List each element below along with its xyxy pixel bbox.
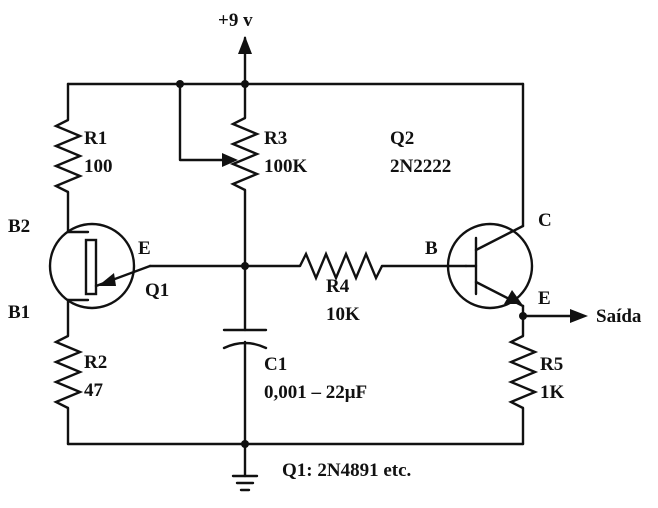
c1-value: 0,001 – 22μF — [264, 382, 367, 403]
q2-collector-lead — [474, 224, 525, 252]
c1-name: C1 — [264, 354, 287, 375]
resistor-r3 — [229, 116, 261, 192]
q2-b-label: B — [425, 238, 438, 259]
q1-b1-label: B1 — [8, 302, 30, 323]
resistor-r1 — [52, 118, 84, 194]
q2-c-label: C — [538, 210, 552, 231]
q1-b2-label: B2 — [8, 216, 30, 237]
resistor-r4 — [298, 250, 384, 282]
q1-name: Q1 — [145, 280, 169, 301]
r3-wiper-arrow-icon — [222, 153, 238, 167]
resistor-r5 — [507, 334, 539, 410]
supply-label: +9 v — [218, 10, 253, 31]
supply-arrow-icon — [238, 36, 252, 54]
resistor-r2 — [52, 334, 84, 410]
r2-value: 47 — [84, 380, 104, 401]
transistor-q2 — [446, 222, 534, 310]
q1-part-note: Q1: 2N4891 etc. — [282, 460, 411, 481]
r4-name: R4 — [326, 276, 350, 297]
output-arrow-icon — [570, 309, 588, 323]
q1-emitter-arrow-icon — [98, 273, 116, 286]
r5-value: 1K — [540, 382, 565, 403]
r5-name: R5 — [540, 354, 563, 375]
r3-wiper-wire — [178, 82, 232, 162]
transistor-q1 — [48, 222, 136, 310]
q2-name: Q2 — [390, 128, 414, 149]
r2-name: R2 — [84, 352, 107, 373]
r1-value: 100 — [84, 156, 113, 177]
q2-part: 2N2222 — [390, 156, 451, 177]
r1-name: R1 — [84, 128, 107, 149]
q1-e-label: E — [138, 238, 151, 259]
r4-value: 10K — [326, 304, 360, 325]
output-label: Saída — [596, 306, 642, 327]
q2-e-label: E — [538, 288, 551, 309]
r3-name: R3 — [264, 128, 287, 149]
q2-emitter-arrow-icon — [504, 290, 522, 304]
r3-value: 100K — [264, 156, 308, 177]
q1-base-bar — [84, 238, 98, 296]
